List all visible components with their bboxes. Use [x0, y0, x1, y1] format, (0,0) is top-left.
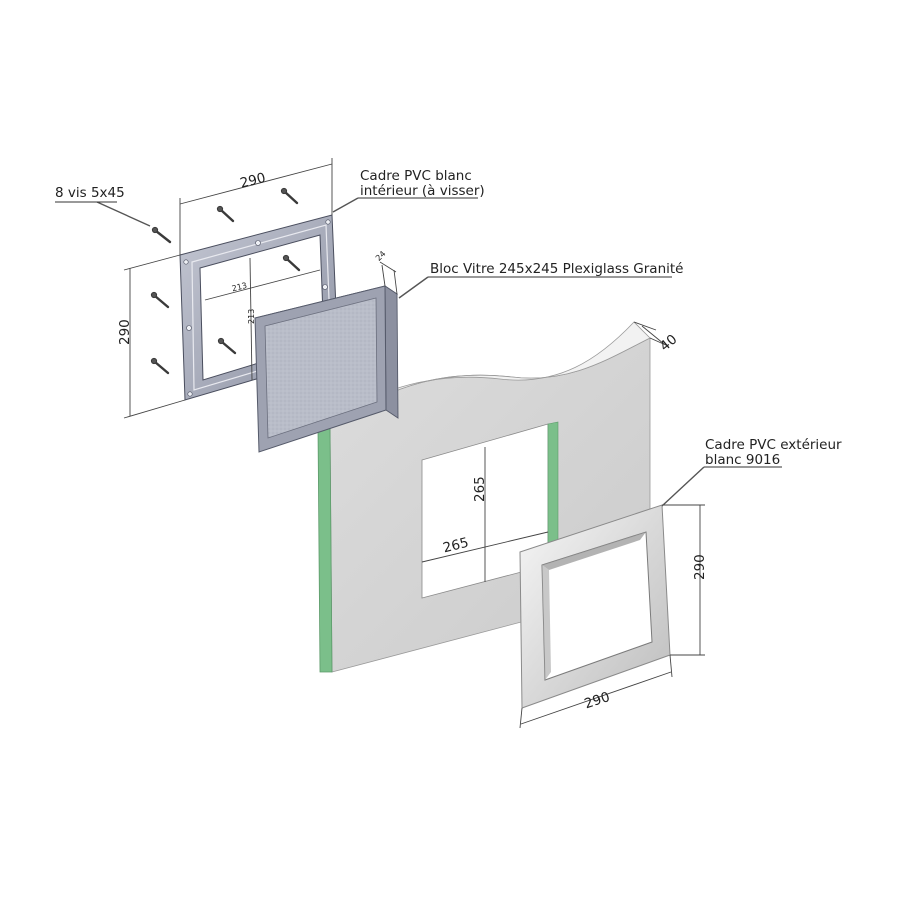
dim-inner-opening-height: 213 — [247, 309, 256, 324]
screw-icon — [280, 187, 299, 205]
screw-icon — [151, 226, 172, 244]
glass-block — [253, 285, 399, 453]
screws-label: 8 vis 5x45 — [55, 185, 125, 201]
dim-outer-frame-width: 290 — [582, 689, 611, 712]
dim-wall-opening-width: 265 — [441, 535, 470, 557]
outer-frame-inner-shade — [542, 532, 646, 570]
outer-frame-inner-shade-left — [542, 565, 551, 680]
dim-inner-frame-width: 290 — [238, 170, 267, 192]
screw-icon — [150, 291, 170, 309]
dim-outer-frame-height: 290 — [692, 554, 708, 580]
dimension-lines — [123, 158, 705, 729]
glass-block-side — [384, 285, 399, 419]
dim-wall-thickness: 40 — [657, 331, 680, 354]
outer-frame-label-line2: blanc 9016 — [705, 452, 780, 468]
screw-icon — [217, 337, 237, 355]
outer-frame-label-line1: Cadre PVC extérieur — [705, 437, 842, 453]
screw-icon — [282, 254, 301, 272]
dim-wall-opening-height: 265 — [472, 476, 488, 502]
leader-lines — [55, 197, 782, 507]
wall-side-edge — [317, 427, 333, 673]
screw-icon — [216, 205, 235, 223]
outer-pvc-frame — [519, 504, 671, 709]
glass-block-label: Bloc Vitre 245x245 Plexiglass Granité — [430, 261, 683, 277]
outer-frame-opening — [541, 531, 653, 681]
dim-glass-thickness: 24 — [374, 249, 388, 263]
dim-inner-frame-height: 290 — [117, 319, 133, 345]
inner-frame-label-line1: Cadre PVC blanc — [360, 168, 472, 184]
inner-frame-label-line2: intérieur (à visser) — [360, 183, 485, 199]
dim-inner-opening-width: 213 — [231, 281, 248, 293]
glass-pane — [264, 297, 378, 439]
screw-icon — [150, 357, 170, 375]
